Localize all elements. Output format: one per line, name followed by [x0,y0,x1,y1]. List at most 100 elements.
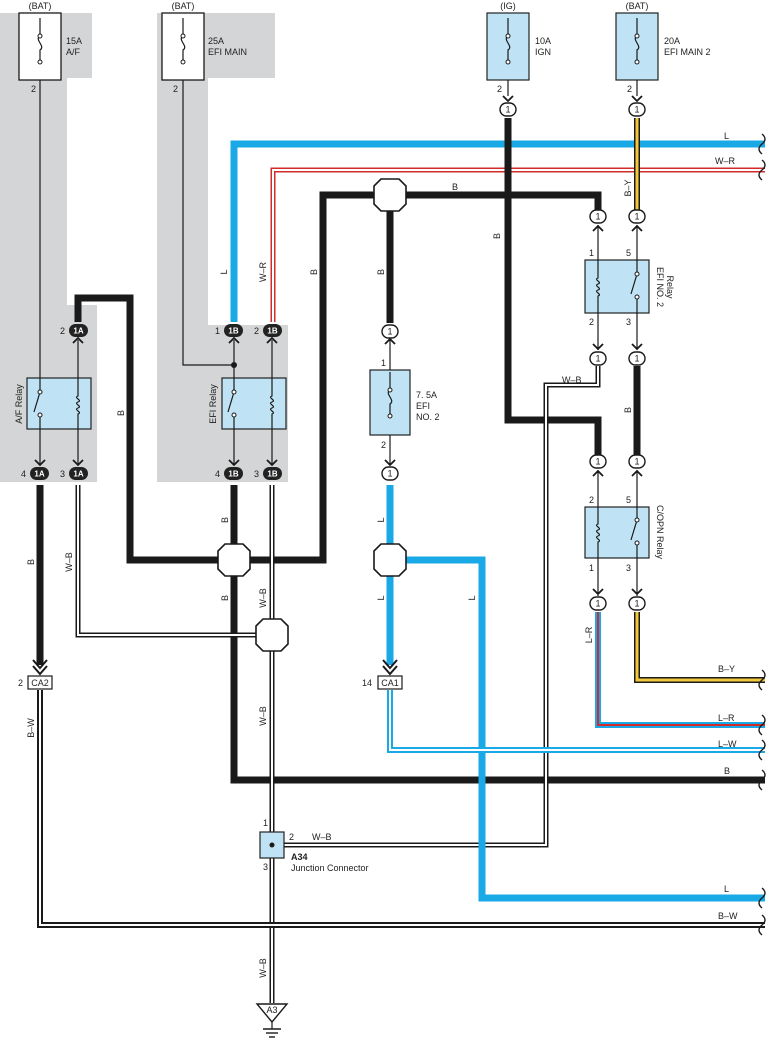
conn-1a-bottom-right: 1A [69,467,88,480]
fuse-ign-supply: (IG) [500,1,516,11]
svg-text:2: 2 [60,326,65,336]
svg-text:B–W: B–W [26,718,36,738]
wire-l-w [387,690,765,753]
splice-3 [373,543,407,577]
connector-ca1: CA1 14 [362,659,403,690]
svg-text:W–R: W–R [258,262,268,283]
conn-1-copn-bottom-left: 1 [589,596,607,611]
svg-text:W–B: W–B [258,588,268,608]
efi-main-junction-dot [231,362,237,368]
svg-text:B–Y: B–Y [623,179,633,196]
conn-1-copn-bottom-right: 1 [628,596,646,611]
svg-text:L–R: L–R [718,713,735,723]
svg-text:1B: 1B [267,327,277,336]
svg-text:1B: 1B [228,327,238,336]
fuse-ign-name: IGN [535,47,551,57]
conn-1-efi2relay-bottom-right: 1 [628,351,646,366]
svg-text:1: 1 [595,599,600,609]
svg-text:CA2: CA2 [31,678,49,688]
fuse-efi-main-2-pin: 2 [627,84,632,94]
conn-1-efi2fuse-bottom: 1 [381,466,399,481]
fuse-efi-main-amp: 25A [208,36,224,46]
svg-text:1: 1 [387,469,392,479]
svg-text:3: 3 [60,469,65,479]
wire-b-y-bottom [634,612,765,683]
svg-text:1A: 1A [34,470,44,479]
svg-text:4: 4 [215,469,220,479]
svg-text:L–R: L–R [584,626,594,643]
efi-relay-label: EFI Relay [208,384,218,424]
svg-text:CA1: CA1 [381,678,399,688]
splice-2 [217,543,251,577]
svg-text:1A: 1A [73,470,83,479]
svg-text:1B: 1B [267,470,277,479]
svg-text:5: 5 [626,248,631,258]
svg-text:L: L [724,884,729,894]
wire-l-top [230,140,765,322]
svg-text:1: 1 [634,354,639,364]
svg-text:L: L [467,595,477,600]
connector-arrows [34,95,643,596]
svg-text:1: 1 [595,457,600,467]
fuse-efi-no2-amp: 7. 5A [416,390,437,400]
svg-text:1: 1 [589,248,594,258]
svg-text:B: B [492,233,502,239]
conn-1-ign: 1 [499,102,517,117]
svg-text:2: 2 [254,326,259,336]
ground-a3: A3 [255,1003,289,1038]
splice-1 [373,178,407,212]
conn-1a-top-right: 1A [69,324,88,337]
svg-text:1: 1 [634,212,639,222]
svg-text:W–B: W–B [258,958,268,978]
svg-text:B: B [116,410,126,416]
copn-relay: C/OPN Relay [584,470,665,596]
svg-text:B: B [220,517,230,523]
fuse-efi-main-2-amp: 20A [664,36,680,46]
svg-text:2: 2 [589,495,594,505]
efi-no2-relay-sub: Relay [665,275,675,299]
svg-text:14: 14 [362,678,372,688]
conn-1b-bottom-left: 1B [224,467,243,480]
conn-1b-top-right: 1B [263,324,282,337]
svg-text:3: 3 [263,862,268,872]
svg-text:3: 3 [254,469,259,479]
svg-text:1: 1 [263,818,268,828]
connector-ovals: 1A 1A 1A 1B 1B 1B 1B 1 1 1 1 1 1 1 1 1 1… [30,102,646,611]
connector-ca2: CA2 2 [18,659,53,690]
copn-relay-label: C/OPN Relay [655,505,665,560]
fuse-af: (BAT) 15A A/F 2 [18,1,82,94]
fuse-efi-no2-pin-bottom: 2 [381,440,386,450]
fuse-ign-amp: 10A [535,36,551,46]
svg-text:1: 1 [595,212,600,222]
fuse-af-amp: 15A [66,36,82,46]
svg-text:1A: 1A [73,327,83,336]
wire-w-r [270,167,765,322]
fuse-efi-main-supply: (BAT) [172,1,195,11]
svg-text:1: 1 [215,326,220,336]
svg-text:2: 2 [589,317,594,327]
fuse-efi-no2-name1: EFI [416,401,430,411]
svg-text:1: 1 [634,105,639,115]
svg-text:B: B [220,595,230,601]
fuse-ign-pin: 2 [497,84,502,94]
af-relay-block-shade [0,13,97,482]
fuse-efi-no2-name2: NO. 2 [416,412,440,422]
svg-text:W–R: W–R [715,156,736,166]
splice-4 [255,618,289,652]
svg-text:3: 3 [626,563,631,573]
conn-1b-top-left: 1B [224,324,243,337]
connector-pin-numbers: 2 4 3 1 2 4 3 1 5 2 3 2 5 1 3 [21,248,631,573]
fuse-efi-main: (BAT) 25A EFI MAIN 2 [161,1,247,94]
fuse-efi-main-2-name: EFI MAIN 2 [664,47,711,57]
efi-relay-leads [233,340,273,465]
svg-text:1B: 1B [228,470,238,479]
fuse-efi-main-2: (BAT) 20A EFI MAIN 2 2 [615,1,711,94]
conn-1-efi2fuse-top: 1 [381,324,399,339]
svg-text:L–W: L–W [718,739,737,749]
svg-text:B: B [452,182,458,192]
conn-1-efimain2: 1 [628,102,646,117]
svg-text:B–W: B–W [718,911,738,921]
af-relay-label: A/F Relay [14,384,24,424]
wire-l-r [595,612,765,728]
conn-1-efi2relay-top-right: 1 [628,209,646,224]
